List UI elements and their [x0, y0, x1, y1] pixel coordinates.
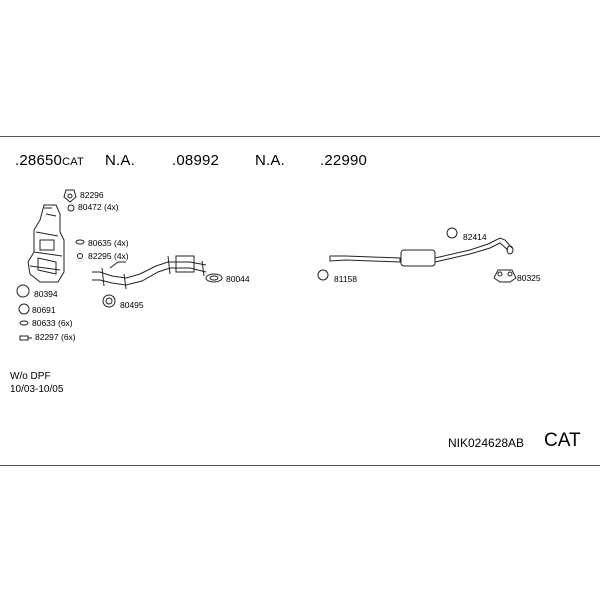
part-label: 80495	[120, 300, 144, 310]
part-label: 80394	[34, 289, 58, 299]
header-col-5: .22990	[320, 152, 368, 169]
gasket-ring-icon	[16, 284, 30, 298]
gasket-ring-icon	[209, 275, 219, 281]
gasket-ring-icon	[105, 297, 113, 305]
category-tag: CAT	[544, 430, 581, 451]
header-col-3: .08992	[172, 152, 220, 169]
fastener-icon	[75, 239, 85, 259]
part-label: 80472 (4x)	[78, 202, 119, 212]
nut-icon	[67, 204, 75, 212]
front-pipe-icon	[92, 255, 207, 290]
note-line-1: W/o DPF	[10, 371, 51, 382]
header-col-1: .28650CAT	[15, 152, 84, 169]
note-line-2: 10/03-10/05	[10, 384, 64, 395]
part-label: 82414	[463, 232, 487, 242]
part-code: NIK024628AB	[448, 436, 525, 450]
part-label: 82295 (4x)	[88, 251, 129, 261]
gasket-ring-icon	[18, 303, 30, 315]
bottom-frame-line	[0, 465, 600, 466]
gasket-ring-icon	[205, 273, 223, 283]
stud-icon	[63, 189, 77, 203]
part-label: 80044	[226, 274, 250, 284]
part-label: 82297 (6x)	[35, 332, 76, 342]
rear-silencer-icon	[329, 237, 514, 267]
header-col-2: N.A.	[105, 152, 135, 169]
part-label: 80325	[517, 273, 541, 283]
header-col-4: N.A.	[255, 152, 285, 169]
gasket-ring-icon	[446, 227, 458, 239]
part-label: 81158	[334, 274, 358, 284]
part-label: 80691	[32, 305, 56, 315]
gasket-ring-icon	[102, 294, 116, 308]
gasket-ring-icon	[317, 269, 329, 281]
top-frame-line	[0, 136, 600, 137]
part-label: 80635 (4x)	[88, 238, 129, 248]
washer-icon	[19, 320, 29, 326]
bolt-icon	[19, 335, 32, 341]
part-label: 80633 (6x)	[32, 318, 73, 328]
part-label: 82296	[80, 190, 104, 200]
rubber-mount-icon	[493, 269, 517, 283]
catalytic-converter-icon	[27, 204, 65, 283]
